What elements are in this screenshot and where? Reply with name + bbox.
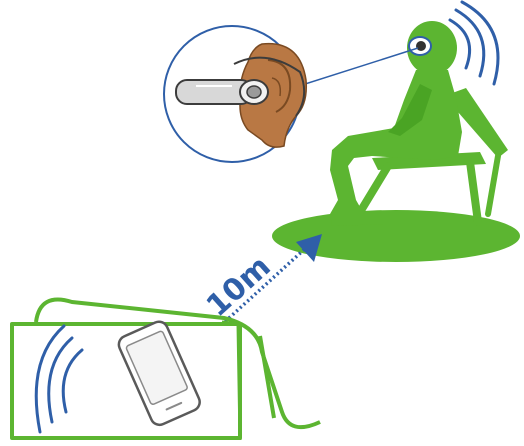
ear-headset-small [409,37,431,55]
headset-signal-icon [450,2,498,84]
seated-person-icon [330,21,462,226]
bluetooth-headset-icon [176,80,268,104]
headset-zoom-callout [164,26,306,162]
person-body [330,70,462,226]
distance-label: 10m [200,249,278,324]
